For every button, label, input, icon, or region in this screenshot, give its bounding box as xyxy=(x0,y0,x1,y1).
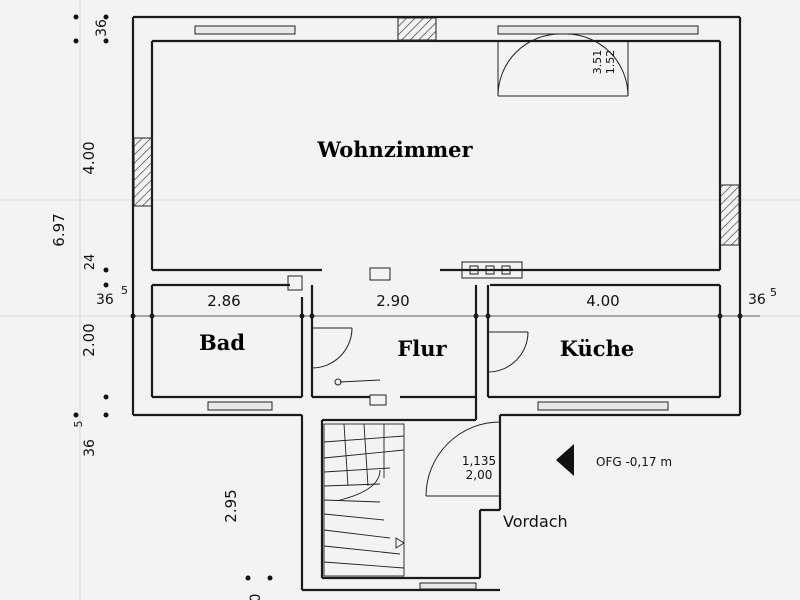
dim-terrace-door-h: 1.52 xyxy=(604,50,617,75)
dim-left-295: 2.95 xyxy=(222,489,240,522)
dim-kueche-width: 4.00 xyxy=(586,292,619,310)
dim-right-5: 5 xyxy=(770,286,777,299)
room-label-bad: Bad xyxy=(199,330,245,355)
dim-left-5-low: 5 xyxy=(72,421,85,428)
label-vordach: Vordach xyxy=(503,512,568,531)
dim-flur-width: 2.90 xyxy=(376,292,409,310)
dim-terrace-door-w: 3.51 xyxy=(591,50,604,75)
outer-walls xyxy=(131,15,742,592)
dim-left-36-low: 36 xyxy=(82,439,98,457)
dim-ofg: OFG -0,17 m xyxy=(596,455,672,469)
dim-bad-width: 2.86 xyxy=(207,292,240,310)
dim-left-24: 24 xyxy=(83,254,98,271)
room-label-kueche: Küche xyxy=(560,336,634,361)
entrance-arrow xyxy=(556,444,574,476)
staircase xyxy=(323,423,405,577)
dim-left-200: 2.00 xyxy=(80,323,98,356)
dim-left-5-mid: 5 xyxy=(121,284,128,297)
shafts xyxy=(287,261,523,406)
hatched-wall-segments xyxy=(133,17,740,246)
inner-walls xyxy=(150,268,722,422)
windows xyxy=(194,25,699,590)
dim-right-36: 36 xyxy=(748,292,766,308)
dim-left-697: 6.97 xyxy=(50,213,68,246)
room-label-flur: Flur xyxy=(397,336,447,361)
dim-entry-door-w: 1,135 xyxy=(462,454,496,468)
dim-left-400: 4.00 xyxy=(80,141,98,174)
room-label-wohnzimmer: Wohnzimmer xyxy=(316,137,473,162)
dim-top-36: 36 xyxy=(94,19,110,37)
dim-left-36-mid: 36 xyxy=(96,292,114,308)
dim-entry-door-h: 2,00 xyxy=(466,468,493,482)
doors xyxy=(311,33,629,497)
dim-bottom-0: 0 xyxy=(248,594,264,600)
